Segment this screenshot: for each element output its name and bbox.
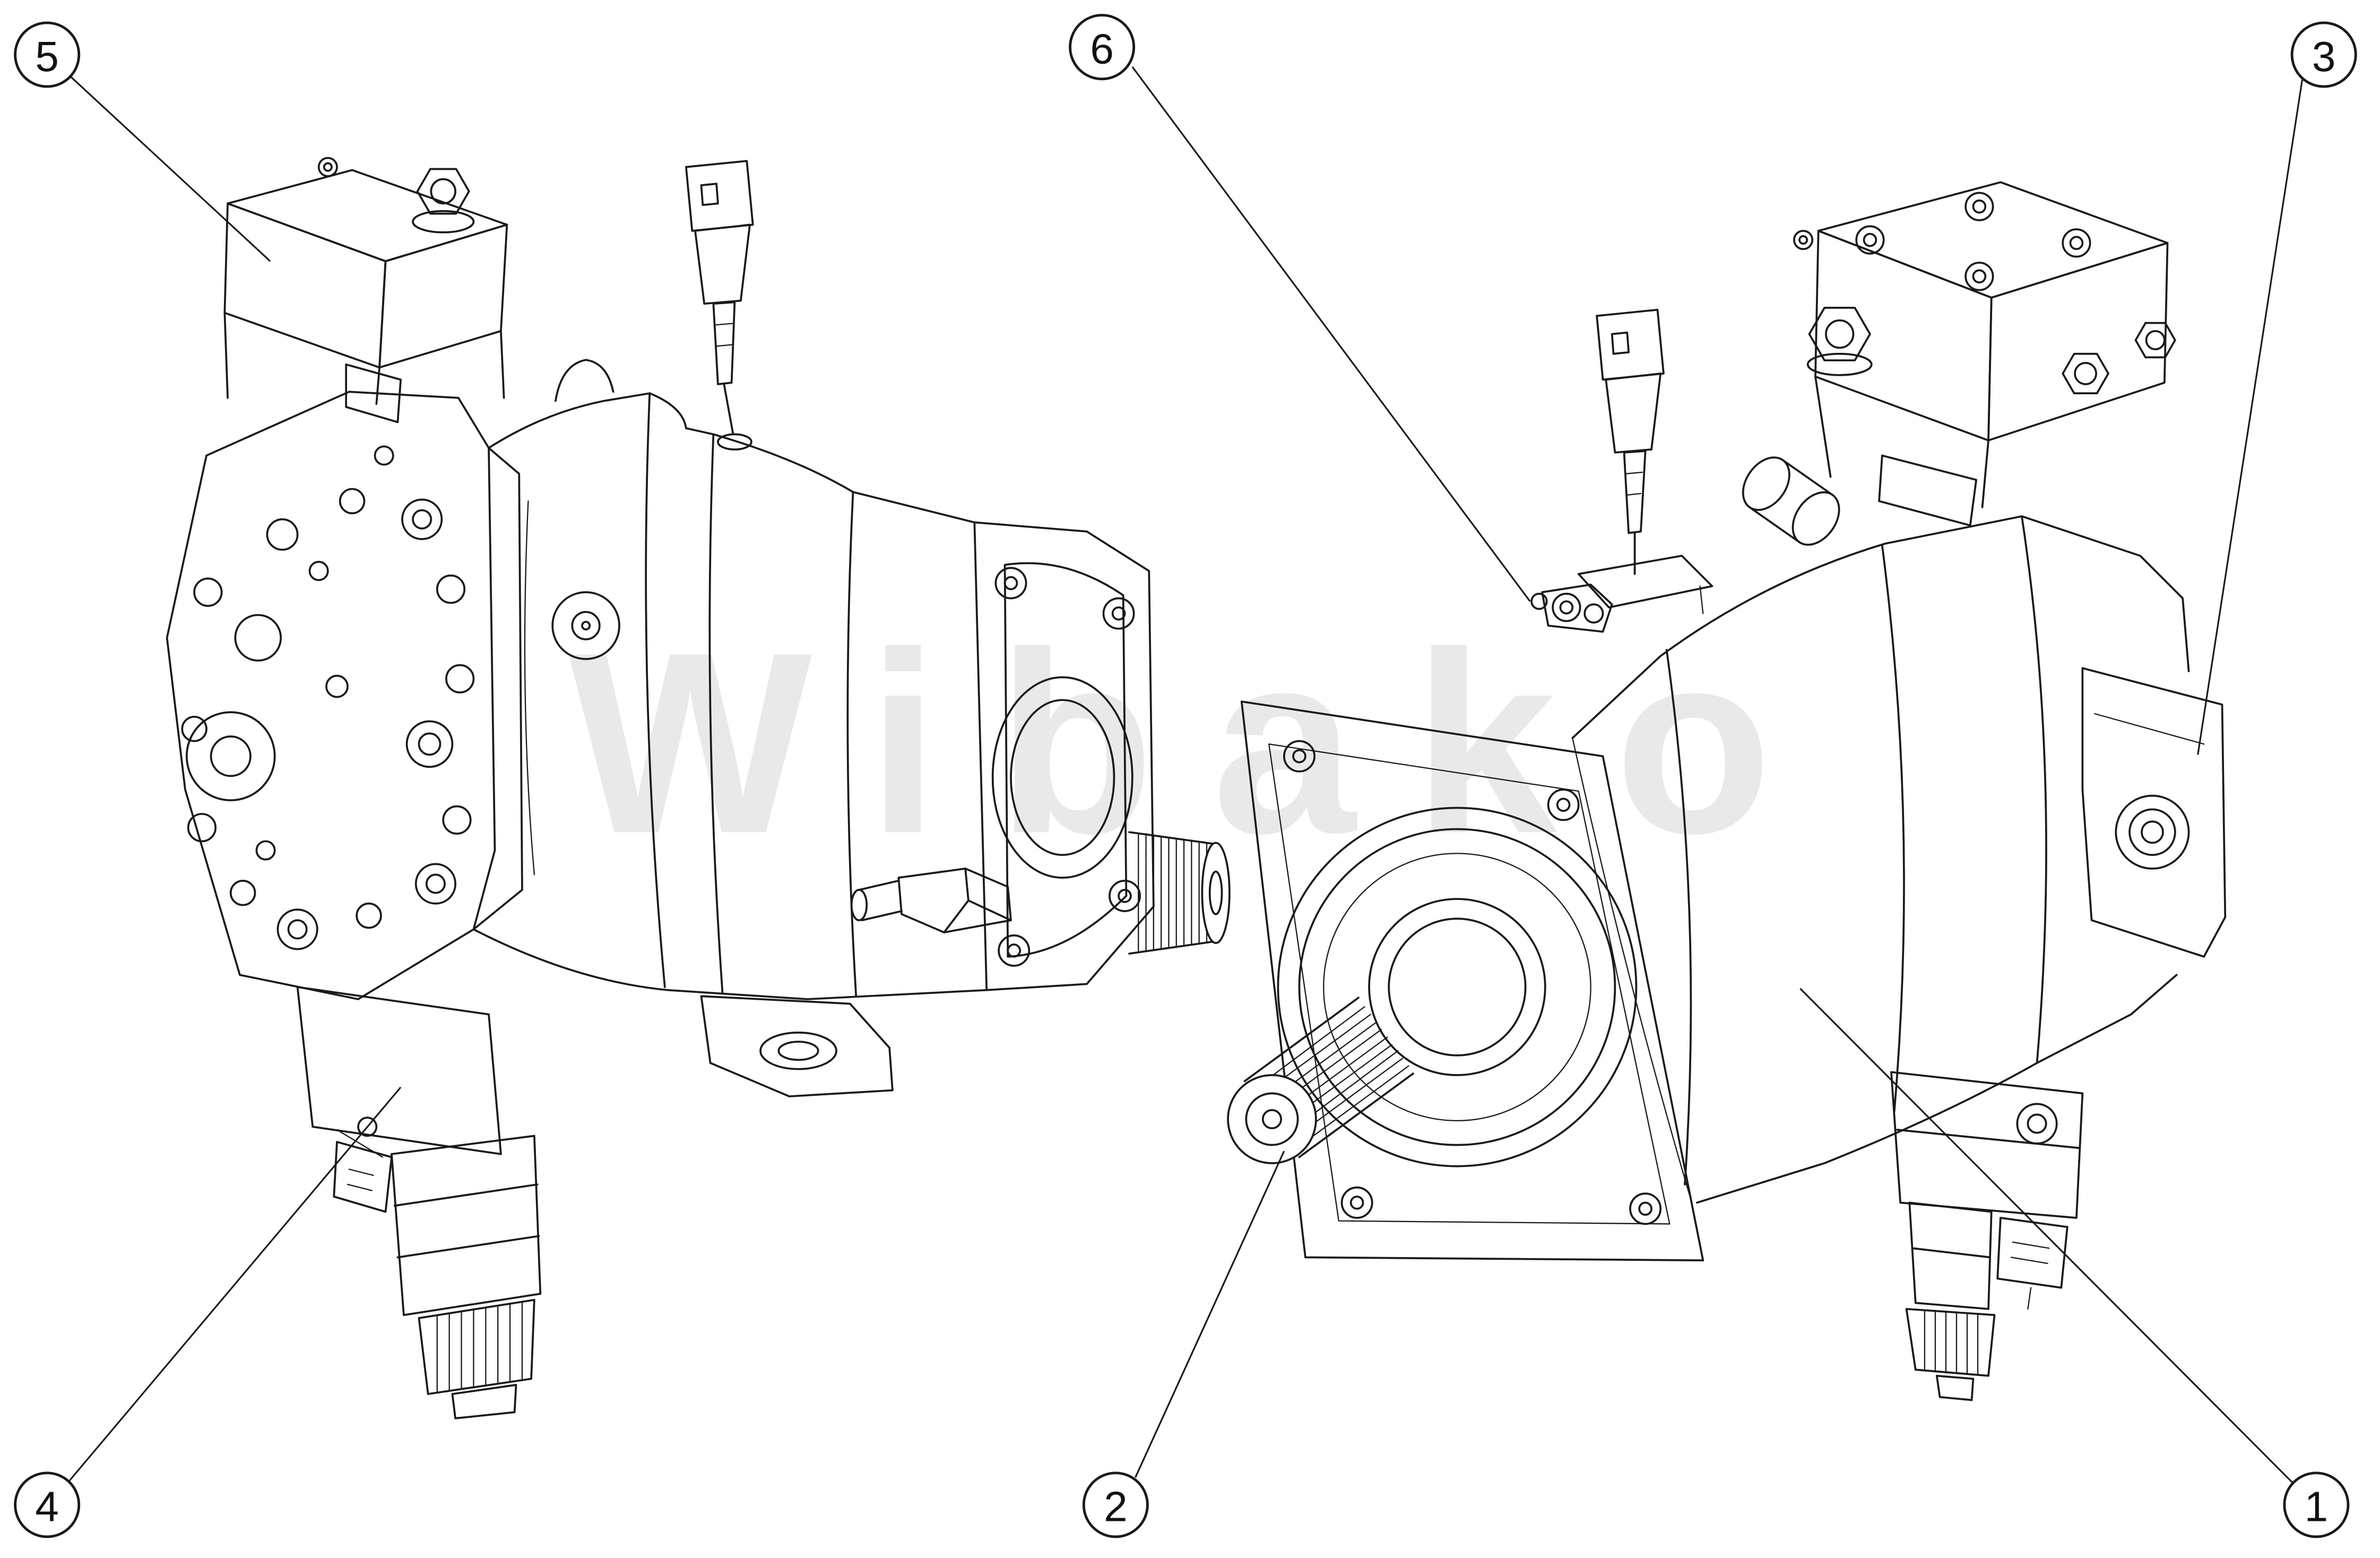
callout-balloon-6: 6 [1069, 14, 1136, 81]
banjo-fitting [1530, 583, 1613, 633]
control-valve-block [223, 157, 508, 423]
leader-line-6 [1131, 66, 1531, 602]
leader-line-1 [1799, 988, 2295, 1484]
callout-label-1: 1 [2305, 1483, 2329, 1530]
solenoid-valve [296, 986, 542, 1419]
callout-balloons: 5 6 3 4 2 1 [14, 14, 2357, 1538]
splined-shaft [1128, 831, 1231, 955]
front-mounting-flange [1240, 700, 1704, 1261]
leader-lines [67, 66, 2304, 1484]
leader-line-3 [2197, 77, 2304, 755]
control-valve-block-right [1793, 181, 2176, 526]
watermark-text: Wibako [568, 599, 1830, 887]
test-port-fitting [850, 867, 1012, 933]
solenoid-valve-right [1890, 1071, 2084, 1401]
callout-label-6: 6 [1090, 25, 1114, 73]
left-pump-drawing [166, 157, 1231, 1419]
rear-port-block [2081, 667, 2227, 958]
callout-balloon-2: 2 [1082, 1472, 1149, 1538]
speed-sensor-connector-right [1577, 308, 1713, 614]
motor-housing [1571, 515, 2190, 1204]
callout-balloon-4: 4 [14, 1472, 81, 1538]
callout-balloon-3: 3 [2290, 21, 2357, 88]
speed-sensor-connector [685, 160, 754, 451]
port-plate [166, 391, 523, 1000]
leader-line-4 [67, 1086, 402, 1483]
pump-housing [472, 359, 988, 1000]
leader-line-2 [1135, 1150, 1285, 1478]
callout-label-5: 5 [35, 32, 59, 80]
breather-tube [1742, 456, 1840, 546]
callout-balloon-1: 1 [2283, 1472, 2350, 1538]
splined-drive-shaft [1227, 997, 1414, 1164]
leader-line-5 [69, 75, 271, 262]
callout-label-4: 4 [35, 1483, 59, 1530]
callout-balloon-5: 5 [14, 21, 81, 88]
callout-label-2: 2 [1104, 1483, 1128, 1530]
right-pump-drawing [1227, 181, 2227, 1401]
callout-label-3: 3 [2312, 32, 2336, 80]
technical-line-art [166, 157, 2227, 1419]
mounting-foot [700, 995, 894, 1097]
